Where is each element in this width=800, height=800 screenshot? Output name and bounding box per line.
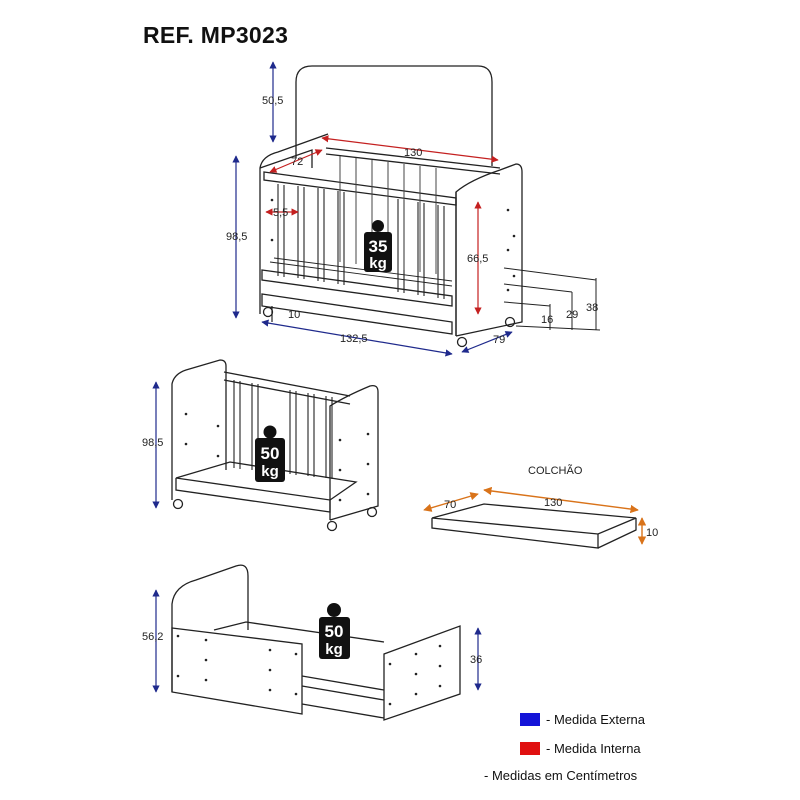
- mattress-thickness-label: 10: [646, 527, 658, 539]
- reference-title: REF. MP3023: [143, 22, 289, 48]
- dim-38-label: 38: [586, 302, 598, 314]
- crib-weight-value: 35: [369, 237, 388, 256]
- mattress-label: COLCHÃO: [528, 464, 583, 477]
- mini-bed-weight-icon: 50 kg: [255, 425, 285, 482]
- dim-29-label: 29: [566, 309, 578, 321]
- units-note: - Medidas em Centímetros: [484, 768, 638, 783]
- legend-external-swatch: [520, 713, 540, 726]
- legend-internal: - Medida Interna: [520, 741, 641, 756]
- mattress-drawing: [431, 503, 637, 549]
- inner-height-label: 66,5: [467, 253, 488, 265]
- legend-internal-label: - Medida Interna: [546, 741, 641, 756]
- inner-width-line: [269, 149, 323, 173]
- legend-internal-swatch: [520, 742, 540, 755]
- outer-width-label: 79: [493, 334, 505, 346]
- bed-weight-icon: 50 kg: [319, 603, 350, 659]
- mattress-width-label: 70: [444, 499, 456, 511]
- inner-length-line: [321, 135, 499, 163]
- mattress-width-line: [423, 492, 479, 512]
- legend-external: - Medida Externa: [520, 712, 645, 727]
- headboard-height-label: 50,5: [262, 95, 283, 107]
- inner-width-label: 72: [291, 156, 303, 168]
- total-height-label: 98,5: [226, 231, 247, 243]
- mattress-length-line: [483, 486, 639, 514]
- bed-drawing: [171, 564, 461, 721]
- mini-bed-drawing: [171, 359, 379, 532]
- mini-bed-weight-unit: kg: [261, 463, 279, 480]
- outer-length-line: [261, 319, 453, 357]
- outer-length-label: 132,5: [340, 333, 368, 345]
- crib-drawing: [259, 65, 523, 348]
- crib-weight-unit: kg: [369, 255, 387, 272]
- outer-width-line: [461, 331, 513, 353]
- bed-weight-unit: kg: [325, 641, 343, 658]
- dim-16-label: 16: [541, 314, 553, 326]
- mini-bed-height-label: 98,5: [142, 437, 163, 449]
- rail-gap-label: 5,5: [273, 207, 288, 219]
- legend-external-label: - Medida Externa: [546, 712, 645, 727]
- inner-length-label: 130: [404, 147, 422, 159]
- bed-weight-value: 50: [325, 622, 344, 641]
- mini-bed-weight-value: 50: [261, 444, 280, 463]
- bed-side-height-label: 36: [470, 654, 482, 666]
- bed-height-label: 56,2: [142, 631, 163, 643]
- crib-weight-icon: 35 kg: [364, 220, 392, 272]
- base-height-label: 10: [288, 309, 300, 321]
- mattress-length-label: 130: [544, 497, 562, 509]
